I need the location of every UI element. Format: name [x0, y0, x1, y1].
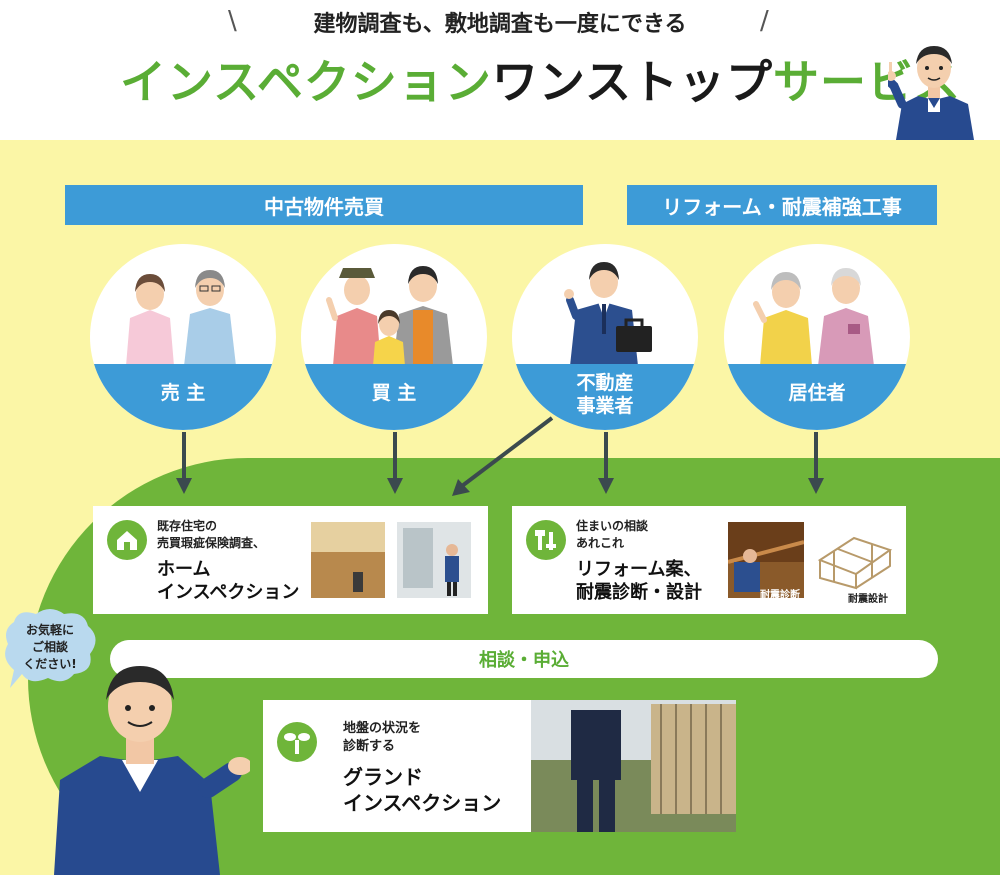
home-inspection-description: 既存住宅の 売買瑕疵保険調査、 [157, 519, 266, 550]
persona-real-estate-agent: 不動産 事業者 [512, 244, 698, 430]
persona-seller-label: 売 主 [160, 382, 206, 404]
consult-apply-bar: 相談・申込 [110, 640, 938, 678]
resident-label-panel [724, 364, 910, 430]
house-icon [107, 520, 147, 560]
home-inspection-title: ホーム インスペクション [157, 559, 300, 603]
persona-agent-label-line1: 不動産 [576, 372, 634, 394]
home-inspection-photo-inspector [397, 522, 471, 598]
tools-icon [526, 520, 566, 560]
sprout-icon [277, 722, 317, 762]
page-title: インスペクションワンストップサービス [120, 46, 960, 112]
seller-couple-illustration [126, 270, 236, 366]
speech-bubble-text: お気軽に ご相談 ください! [23, 623, 77, 671]
persona-buyer: 買 主 [301, 244, 487, 430]
ground-inspection-title: グランド インスペクション [343, 765, 502, 815]
real-estate-agent-illustration [564, 262, 652, 366]
service-card-ground-inspection: 地盤の状況を 診断する グランド インスペクション [263, 700, 736, 832]
header-subtitle: 建物調査も、敷地調査も一度にできる [313, 12, 687, 37]
persona-agent-label-line2: 事業者 [576, 395, 634, 417]
ground-inspection-photo [531, 700, 736, 832]
persona-resident: 居住者 [724, 244, 910, 430]
persona-resident-label: 居住者 [788, 382, 846, 404]
resident-elderly-couple-illustration [753, 268, 874, 366]
speech-bubble: お気軽に ご相談 ください! [0, 608, 100, 694]
buyer-label-panel [301, 364, 487, 430]
category-reform-seismic: リフォーム・耐震補強工事 [627, 185, 937, 225]
service-card-home-inspection: 既存住宅の 売買瑕疵保険調査、 ホーム インスペクション [93, 506, 488, 614]
title-part-inspection: インスペクション [120, 55, 492, 109]
reform-title: リフォーム案、 耐震診断・設計 [576, 559, 702, 603]
service-card-reform-seismic: 住まいの相談 あれこれ リフォーム案、 耐震診断・設計 耐震診断 耐震設計 [512, 506, 906, 614]
waving-worker-illustration [54, 666, 250, 875]
seismic-design-model [814, 520, 896, 590]
slash-right-decoration: / [760, 6, 769, 36]
title-part-onestop: ワンストップ [491, 55, 773, 109]
home-inspection-photo-room [311, 522, 385, 598]
category-used-property-trade: 中古物件売買 [65, 185, 583, 225]
header: \ 建物調査も、敷地調査も一度にできる / インスペクションワンストップサービス [0, 0, 1000, 140]
seller-label-panel [90, 364, 276, 430]
reform-description: 住まいの相談 あれこれ [576, 519, 649, 550]
ground-inspection-description: 地盤の状況を 診断する [343, 721, 422, 754]
seismic-design-caption: 耐震設計 [848, 594, 888, 605]
slash-left-decoration: \ [228, 6, 237, 36]
agent-label-panel [512, 364, 698, 430]
seismic-diagnosis-caption: 耐震診断 [760, 590, 800, 601]
pointing-worker-illustration [888, 46, 974, 140]
persona-seller: 売 主 [90, 244, 276, 430]
seismic-diagnosis-photo [728, 522, 804, 598]
buyer-family-illustration [326, 266, 453, 366]
persona-buyer-label: 買 主 [371, 382, 417, 404]
